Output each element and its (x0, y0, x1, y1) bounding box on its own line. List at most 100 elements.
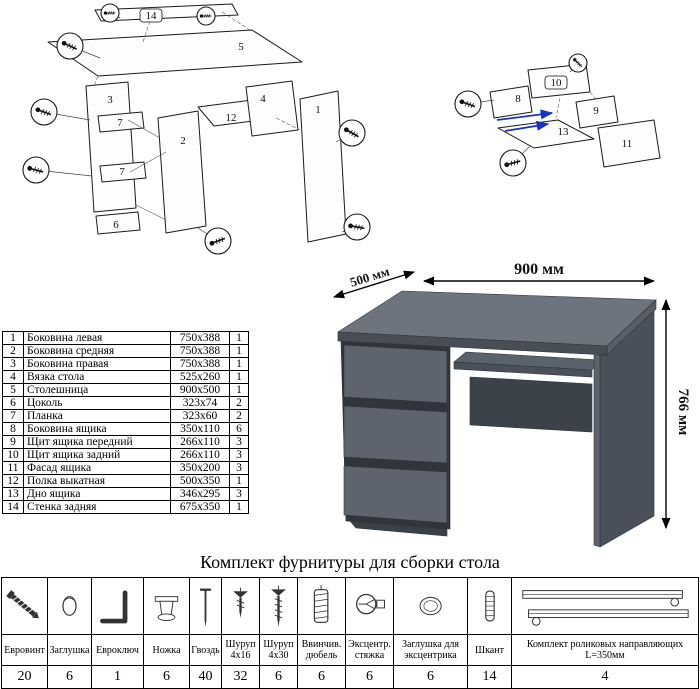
screw-callout (22, 3, 371, 255)
part-label-11: 11 (622, 138, 633, 150)
table-row: 13 Дно ящика 346x295 3 (2, 487, 249, 501)
table-row: 9 Щит ящика передний 266x110 3 (2, 435, 249, 449)
table-row: 1 Боковина левая 750x388 1 (2, 331, 249, 345)
hardware-qty: 14 (467, 665, 512, 689)
part-size: 750x388 (170, 331, 230, 345)
desk-right-panel-edge (593, 354, 601, 548)
part-qty: 3 (229, 487, 249, 501)
hardware-name: Гвоздь (189, 634, 222, 666)
hardware-name: Ножка (143, 634, 190, 666)
hardware-qty: 6 (47, 665, 92, 689)
hardware-icons-row (1, 577, 699, 635)
part-qty: 1 (229, 500, 249, 514)
exploded-diagram-drawer: 10 8 9 13 11 (454, 53, 661, 177)
part-number: 9 (2, 435, 24, 449)
table-row: 10 Щит ящика задний 266x110 3 (2, 448, 249, 462)
plank-lower (99, 161, 147, 183)
part-name: Полка выкатная (23, 474, 171, 488)
parts-table: 1 Боковина левая 750x388 1 2 Боковина ср… (2, 331, 249, 514)
screw-long-icon (271, 585, 286, 628)
desktop-right-edge (606, 299, 657, 356)
part-qty: 1 (229, 344, 249, 358)
hardware-name: Комплект роликовых направляющих L=350мм (511, 634, 699, 666)
table-row: 4 Вязка стола 525x260 1 (2, 370, 249, 384)
part-qty: 2 (229, 396, 249, 410)
part-size: 750x388 (170, 357, 230, 371)
part-qty: 2 (229, 409, 249, 423)
table-row: 6 Цоколь 323x74 2 (2, 396, 249, 410)
part-size: 323x60 (170, 409, 230, 423)
dimension-height-label: 766 мм (675, 389, 691, 436)
table-row: 2 Боковина средняя 750x388 1 (2, 344, 249, 358)
leg-icon (154, 596, 179, 621)
euro-screw-icon (6, 590, 40, 619)
middle-side-panel (157, 110, 207, 234)
part-number: 12 (2, 474, 24, 488)
part-name: Боковина левая (23, 331, 171, 345)
part-name: Щит ящика задний (23, 448, 171, 462)
screw-in-dowel-icon (314, 584, 329, 623)
hardware-name: Заглушка для эксцентрика (393, 634, 468, 666)
hardware-kit-title: Комплект фурнитуры для сборки стола (200, 552, 500, 572)
drawer-front-3 (343, 465, 448, 524)
exploded-diagram-main: 14 5 3 7 7 6 2 12 4 1 (22, 3, 371, 255)
part-size: 500x350 (170, 474, 230, 488)
part-name: Дно ящика (23, 487, 171, 501)
part-qty: 3 (229, 448, 249, 462)
drawer-front-1 (343, 344, 448, 404)
roller-slides-icon (521, 590, 689, 626)
part-name: Вязка стола (23, 370, 171, 384)
hardware-icon-cell (467, 577, 512, 635)
part-label-10: 10 (551, 77, 563, 89)
part-size: 266x110 (170, 435, 230, 449)
desk-render (337, 290, 657, 548)
part-number: 6 (2, 396, 24, 410)
part-number: 8 (2, 422, 24, 436)
part-number: 3 (2, 357, 24, 371)
part-label-7a: 7 (117, 117, 123, 129)
cam-cover-icon (419, 596, 442, 616)
part-size: 350x110 (170, 422, 230, 436)
nail-icon (200, 588, 211, 627)
drawer-facade-panel (597, 119, 661, 168)
hardware-icon-cell (345, 577, 394, 635)
screw-callout (454, 53, 588, 177)
part-size: 350x200 (170, 461, 230, 475)
table-row: 8 Боковина ящика 350x110 6 (2, 422, 249, 436)
part-name: Цоколь (23, 396, 171, 410)
hardware-name: Заглушка (47, 634, 92, 666)
drawer-front-2 (343, 405, 448, 464)
part-name: Боковина правая (23, 357, 171, 371)
hardware-name: Ввинчив. дюбель (297, 634, 346, 666)
part-number: 14 (2, 500, 24, 514)
part-number: 10 (2, 448, 24, 462)
hardware-qty: 1 (91, 665, 144, 689)
hardware-icon-cell (189, 577, 222, 635)
hardware-name: Шуруп 4x30 (259, 634, 298, 666)
part-name: Фасад ящика (23, 461, 171, 475)
part-qty: 1 (229, 331, 249, 345)
part-number: 4 (2, 370, 24, 384)
hardware-name: Эксцентр. стяжка (345, 634, 394, 666)
hardware-icon-cell (297, 577, 346, 635)
part-label-6: 6 (113, 219, 119, 231)
hardware-name: Шкант (467, 634, 512, 666)
part-number: 7 (2, 409, 24, 423)
part-size: 266x110 (170, 448, 230, 462)
keyboard-tray-front (453, 361, 593, 378)
hardware-qty: 6 (143, 665, 190, 689)
cam-lock-icon (356, 593, 386, 615)
part-number: 13 (2, 487, 24, 501)
part-size: 346x295 (170, 487, 230, 501)
table-row: 3 Боковина правая 750x388 1 (2, 357, 249, 371)
part-label-5: 5 (238, 41, 244, 53)
part-label-14: 14 (146, 10, 158, 22)
part-size: 750x388 (170, 344, 230, 358)
table-row: 7 Планка 323x60 2 (2, 409, 249, 423)
part-qty: 1 (229, 357, 249, 371)
plank-upper (97, 111, 145, 133)
hardware-qty: 6 (259, 665, 298, 689)
hardware-qty: 32 (221, 665, 260, 689)
part-label-2: 2 (180, 135, 186, 147)
hardware-qty: 20 (1, 665, 48, 689)
